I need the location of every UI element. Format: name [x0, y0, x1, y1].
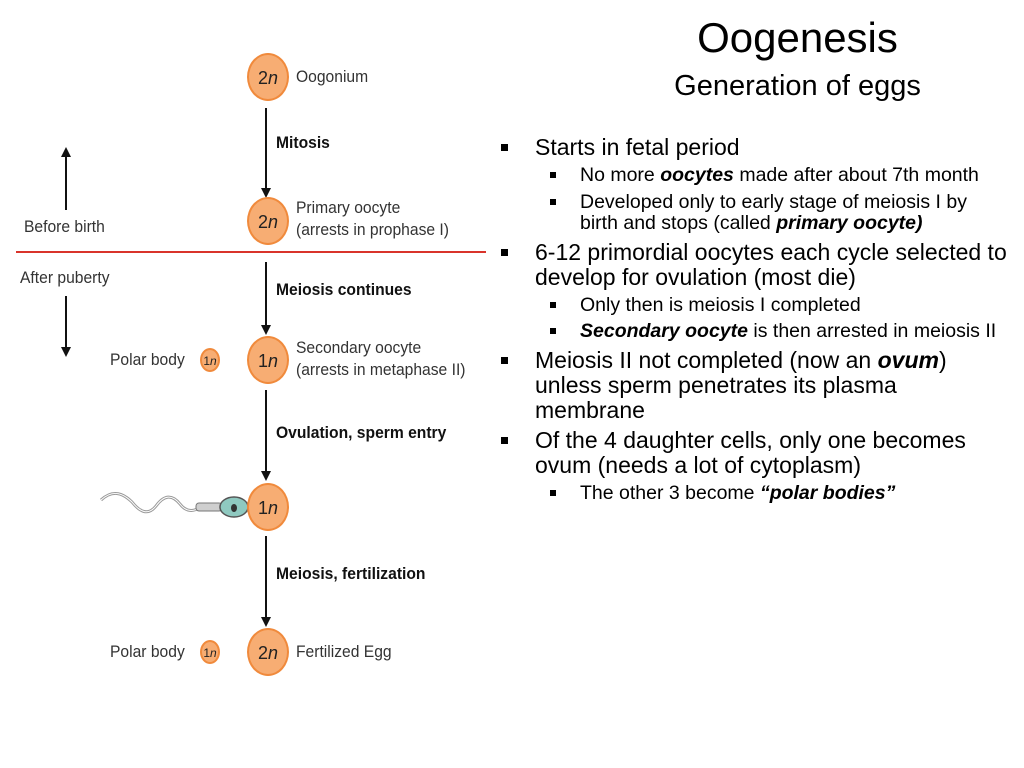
oogonium-label: Oogonium: [296, 67, 369, 86]
fertilized-egg-label: Fertilized Egg: [296, 642, 392, 661]
polar-body-cell-2: 1n: [200, 640, 220, 664]
bullet-no-more-oocytes: No more oocytes made after about 7th mon…: [495, 164, 1010, 187]
diagram-lines: [16, 108, 486, 627]
step-mitosis: Mitosis: [276, 133, 330, 152]
bullet-meiosis-i-completed: Only then is meiosis I completed: [495, 294, 1010, 317]
oogonium-cell: 2n: [247, 53, 289, 101]
bullet-polar-bodies: The other 3 become “polar bodies”: [495, 482, 1010, 505]
bullet-list: Starts in fetal period No more oocytes m…: [495, 130, 1010, 504]
polar-body-cell-1: 1n: [200, 348, 220, 372]
polar-body-label-2: Polar body: [110, 642, 185, 661]
secondary-oocyte-label: Secondary oocyte: [296, 338, 422, 357]
primary-oocyte-cell: 2n: [247, 197, 289, 245]
secondary-oocyte-cell: 1n: [247, 336, 289, 384]
bullet-secondary-oocyte: Secondary oocyte is then arrested in mei…: [495, 320, 1010, 343]
secondary-oocyte-note: (arrests in metaphase II): [296, 360, 466, 379]
slide-subtitle: Generation of eggs: [674, 70, 921, 102]
bullet-daughter-cells: Of the 4 daughter cells, only one become…: [495, 427, 1010, 478]
before-birth-label: Before birth: [24, 217, 105, 236]
slide-title: Oogenesis: [697, 14, 898, 61]
step-meiosis-continues: Meiosis continues: [276, 280, 412, 299]
sperm-tail: [99, 492, 210, 514]
oogenesis-diagram: 2n Oogonium 2n Primary oocyte (arrests i…: [0, 0, 490, 768]
bullet-early-meiosis: Developed only to early stage of meiosis…: [495, 191, 1010, 235]
primary-oocyte-label: Primary oocyte: [296, 198, 401, 217]
bullet-primordial-oocytes: 6-12 primordial oocytes each cycle selec…: [495, 239, 1010, 290]
step-ovulation: Ovulation, sperm entry: [276, 423, 447, 442]
step-fertilization: Meiosis, fertilization: [276, 564, 426, 583]
bullet-fetal-period: Starts in fetal period: [495, 135, 1010, 160]
after-puberty-label: After puberty: [20, 268, 110, 287]
fertilized-egg-cell: 2n: [247, 628, 289, 676]
bullet-meiosis-ii: Meiosis II not completed (now an ovum) u…: [495, 347, 1010, 423]
ovulated-oocyte-cell: 1n: [247, 483, 289, 531]
primary-oocyte-note: (arrests in prophase I): [296, 220, 449, 239]
sperm-midpiece: [195, 502, 223, 512]
polar-body-label-1: Polar body: [110, 350, 185, 369]
